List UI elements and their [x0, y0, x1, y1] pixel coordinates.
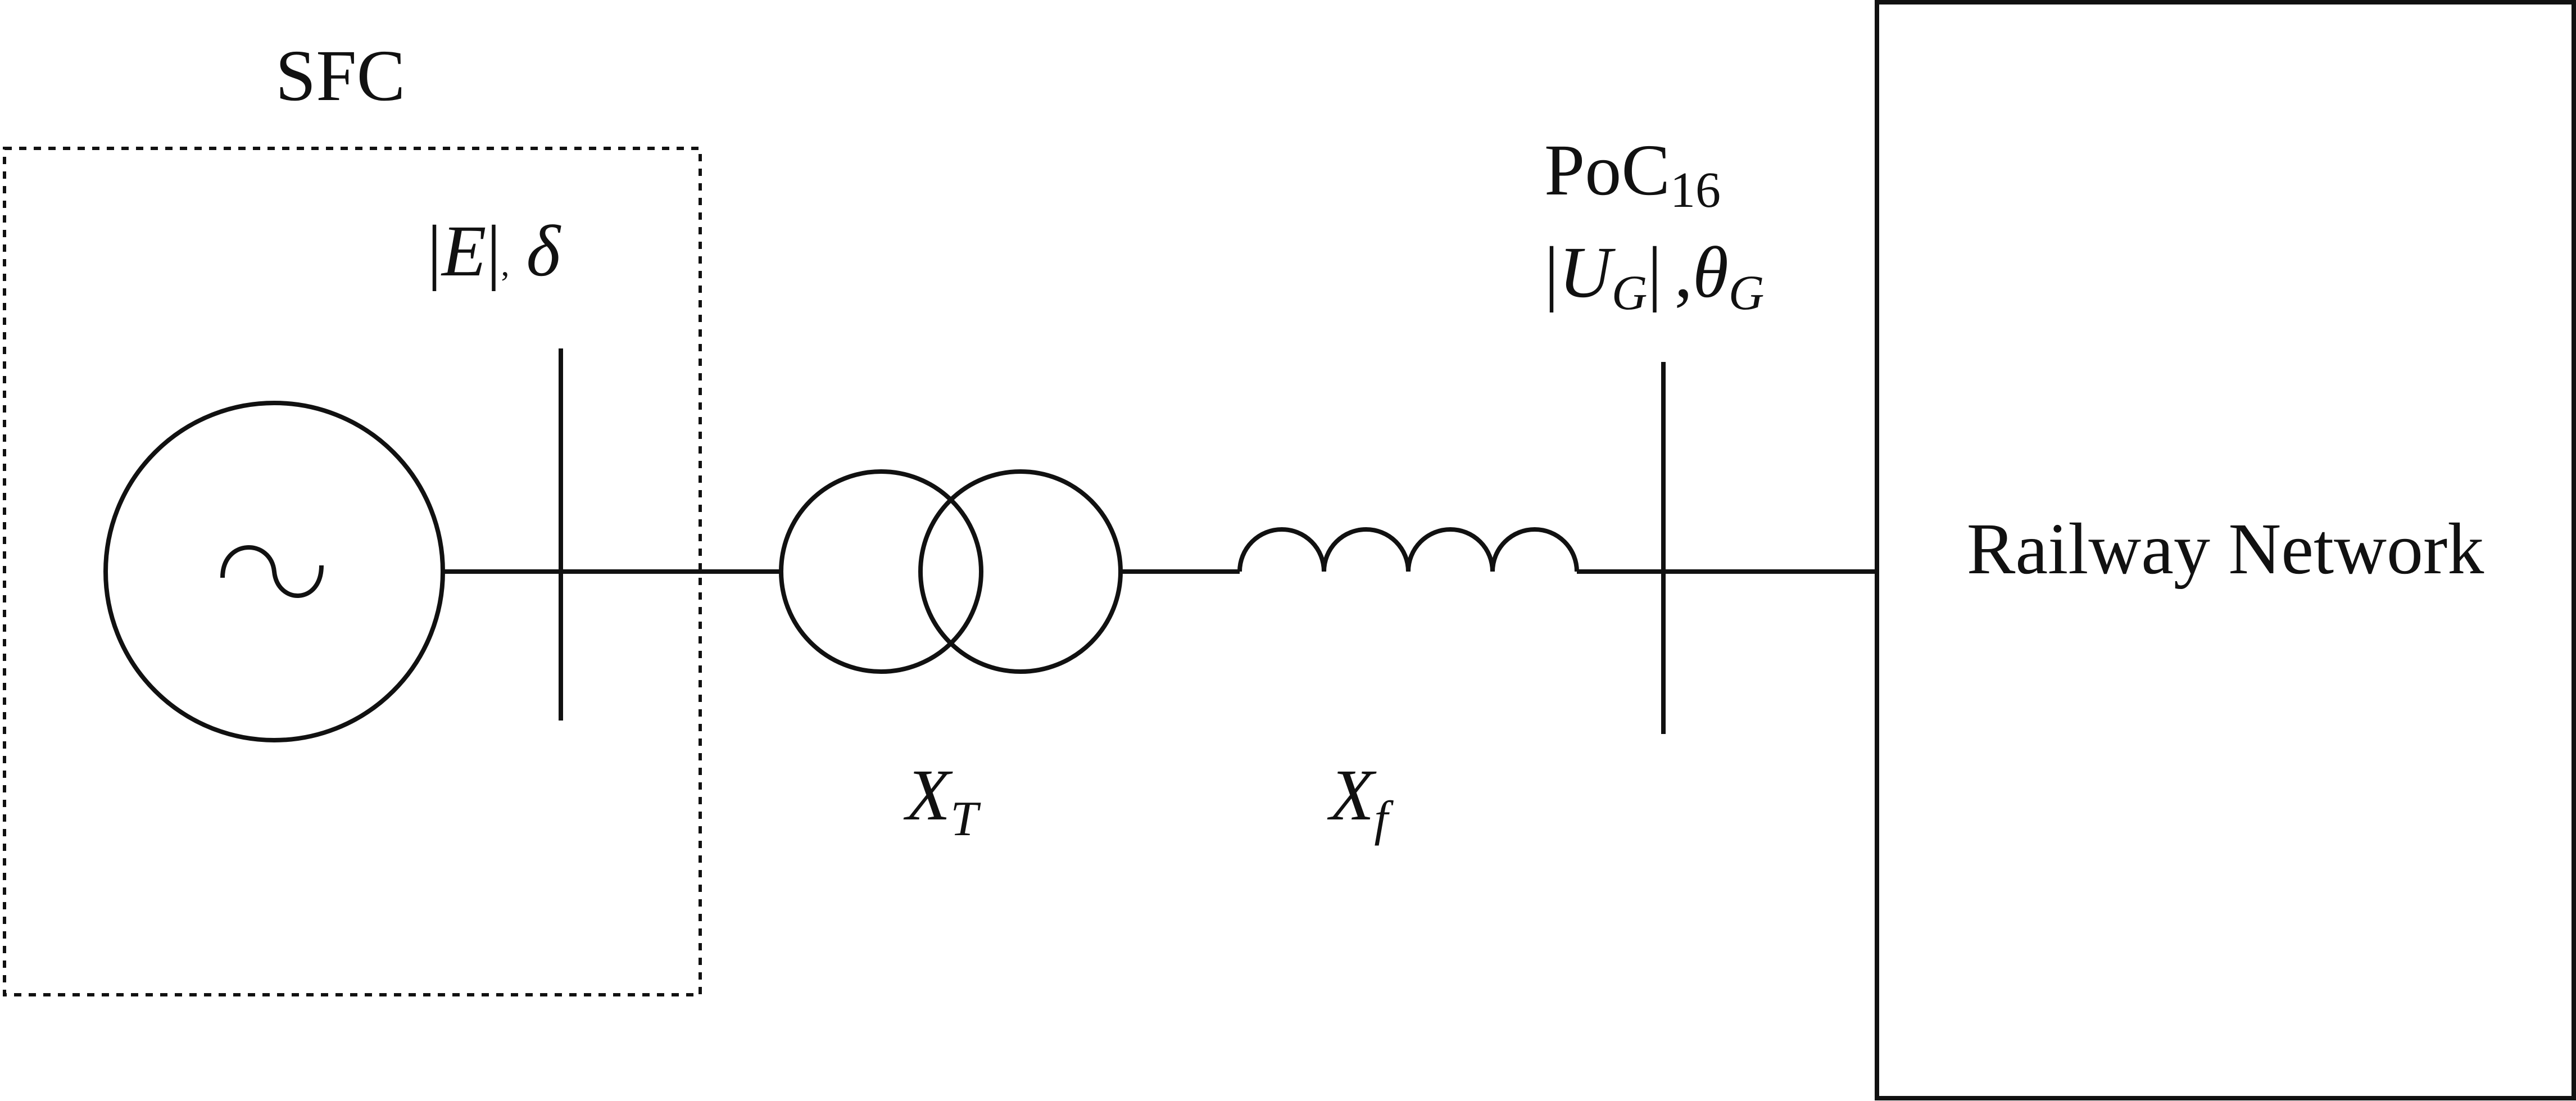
label-comma: ,: [501, 246, 509, 283]
reactance-X: X: [1327, 755, 1377, 836]
voltage-subscript-G: G: [1612, 266, 1648, 320]
angle-theta: θ: [1693, 232, 1729, 313]
voltage-U: U: [1559, 232, 1616, 313]
reactance-X: X: [903, 755, 953, 836]
angle-subscript-G: G: [1729, 266, 1765, 320]
railway-network-box: [1875, 0, 2576, 1100]
voltage-E: E: [441, 211, 486, 292]
sfc-boundary-box: [3, 147, 702, 996]
filter-inductor-coil: [1237, 527, 1579, 572]
poc-subscript: 16: [1670, 162, 1721, 218]
transformer-reactance-label: XT: [903, 755, 981, 846]
abs-bar-close: |: [1647, 232, 1662, 313]
abs-bar-close: |: [486, 211, 501, 292]
transformer-winding-primary: [779, 469, 983, 674]
poc-voltage-label: |UG|,θG: [1544, 232, 1764, 320]
poc-text: PoC: [1544, 130, 1670, 211]
reactance-subscript-T: T: [950, 792, 981, 846]
filter-reactance-label: Xf: [1327, 755, 1394, 846]
poc-label: PoC16: [1544, 130, 1721, 218]
sfc-bus-voltage-label: |E|, δ: [427, 211, 561, 292]
label-comma: ,: [1675, 232, 1693, 313]
sfc-label: SFC: [275, 35, 405, 116]
reactance-subscript-f: f: [1374, 792, 1394, 846]
transformer-winding-secondary: [918, 469, 1123, 674]
abs-bar-open: |: [1544, 232, 1559, 313]
ac-source-sine-symbol: [220, 545, 324, 598]
abs-bar-open: |: [427, 211, 442, 292]
angle-delta: δ: [526, 211, 561, 292]
railway-network-label: Railway Network: [1967, 509, 2484, 590]
